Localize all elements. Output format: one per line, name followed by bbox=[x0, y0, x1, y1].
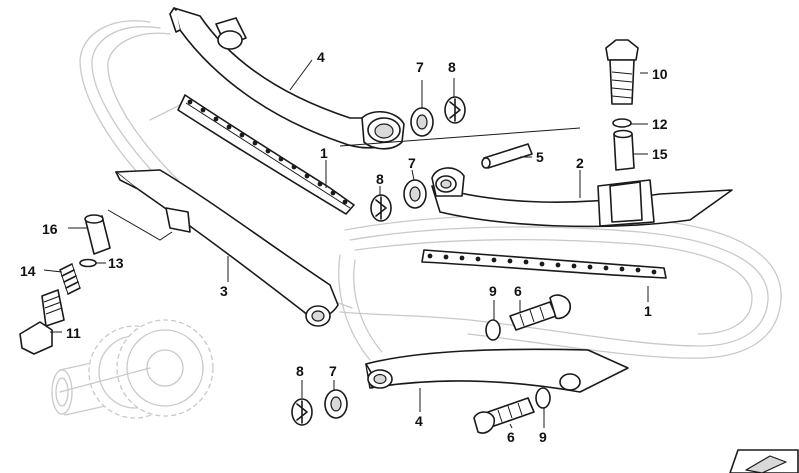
callout-8-upper: 8 bbox=[448, 59, 456, 75]
washer-upper bbox=[410, 107, 434, 137]
timing-chain-upper bbox=[177, 94, 355, 215]
guide-rail-left bbox=[107, 169, 339, 327]
lock-ring-middle bbox=[370, 194, 392, 222]
bolt-lower bbox=[473, 397, 535, 434]
compression-spring bbox=[59, 263, 81, 295]
callout-9-upper: 9 bbox=[489, 283, 497, 299]
callout-12: 12 bbox=[652, 116, 668, 132]
callout-10: 10 bbox=[652, 66, 668, 82]
callout-6-upper: 6 bbox=[514, 283, 522, 299]
callout-8-lower: 8 bbox=[296, 363, 304, 379]
tensioner-rail bbox=[431, 167, 733, 228]
lock-ring-upper bbox=[444, 96, 466, 124]
guide-rail-lower bbox=[365, 348, 629, 393]
washer-middle bbox=[403, 179, 427, 209]
callout-7-upper: 7 bbox=[416, 59, 424, 75]
callout-8-middle: 8 bbox=[376, 171, 384, 187]
tensioner-piston bbox=[613, 129, 635, 171]
callout-7-lower: 7 bbox=[329, 363, 337, 379]
callout-15: 15 bbox=[652, 146, 668, 162]
callout-labels: 4 7 8 10 12 15 1 7 8 5 2 16 14 13 3 11 9… bbox=[20, 49, 668, 445]
seal-ring-tensioner bbox=[612, 118, 632, 128]
catalog-corner-icon bbox=[729, 449, 799, 473]
ghost-sprocket-front bbox=[59, 319, 214, 417]
leader-lines bbox=[43, 59, 649, 429]
callout-3: 3 bbox=[220, 283, 228, 299]
callout-1-lower: 1 bbox=[644, 303, 652, 319]
callout-7-middle: 7 bbox=[408, 155, 416, 171]
callout-4-upper: 4 bbox=[317, 49, 325, 65]
seal-ring-bolt-lower bbox=[535, 387, 551, 409]
callout-6-lower: 6 bbox=[507, 429, 515, 445]
tensioner-screw bbox=[19, 289, 65, 355]
callout-9-lower: 9 bbox=[539, 429, 547, 445]
ghost-chain-loop-lower bbox=[339, 214, 782, 359]
callout-1-upper: 1 bbox=[320, 145, 328, 161]
seal-ring-bolt-upper bbox=[485, 319, 501, 341]
callout-11: 11 bbox=[66, 325, 81, 341]
callout-5: 5 bbox=[536, 149, 544, 165]
lock-ring-lower bbox=[291, 398, 313, 426]
callout-2: 2 bbox=[576, 155, 584, 171]
callout-14: 14 bbox=[20, 263, 36, 279]
guide-rail-upper bbox=[169, 7, 405, 150]
callout-4-lower: 4 bbox=[415, 413, 423, 429]
bolt-upper bbox=[509, 294, 572, 331]
tensioner-sleeve bbox=[84, 214, 111, 255]
tensioner-plug bbox=[605, 39, 639, 105]
timing-chain-lower bbox=[421, 249, 667, 279]
callout-13: 13 bbox=[108, 255, 124, 271]
seal-ring-left bbox=[79, 258, 97, 268]
washer-lower bbox=[324, 389, 348, 419]
callout-16: 16 bbox=[42, 221, 58, 237]
guide-pin bbox=[481, 143, 533, 169]
